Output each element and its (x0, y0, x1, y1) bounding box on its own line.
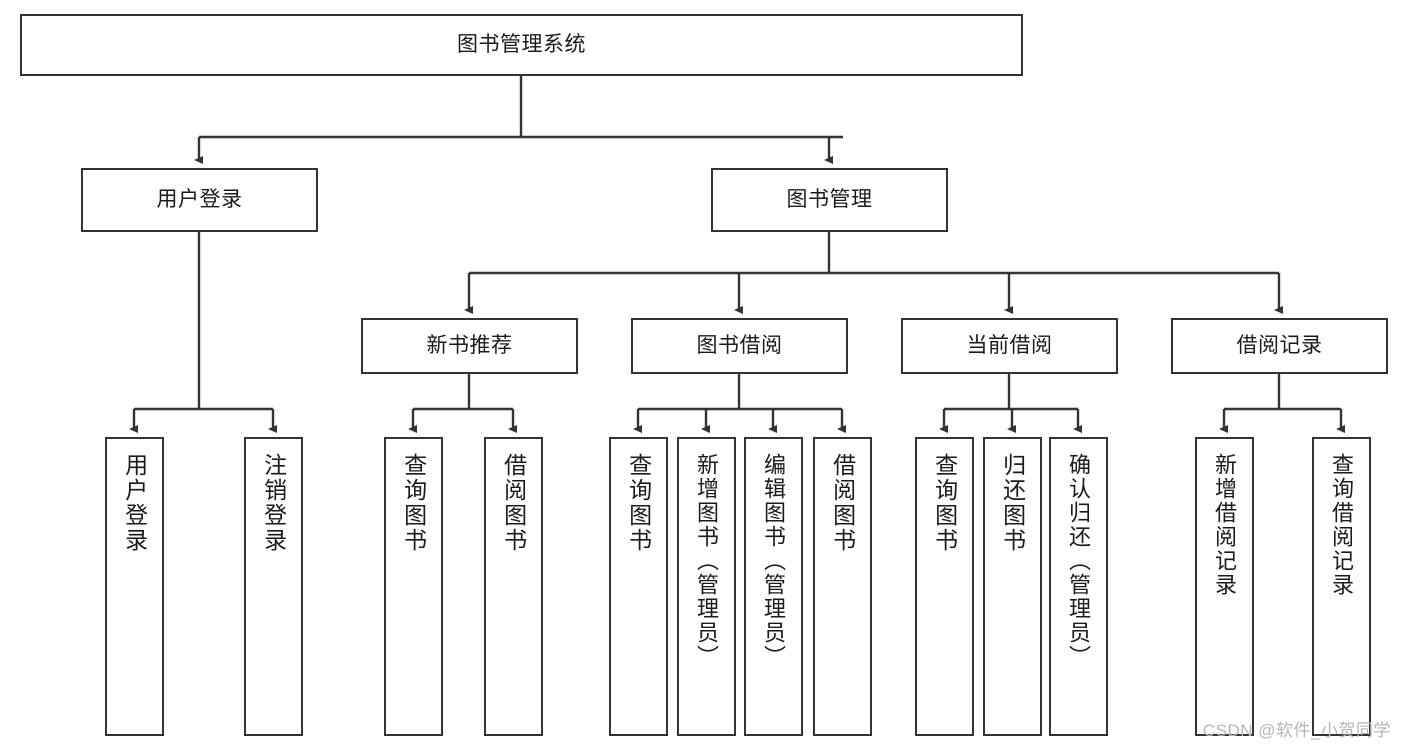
node-current-borrow[interactable]: 当前借阅 (901, 318, 1118, 374)
node-book-borrow-label: 图书借阅 (696, 333, 783, 357)
node-leaf-query-book-3-label: 查询图书 (931, 453, 958, 553)
node-leaf-borrow-book-2[interactable]: 借阅图书 (813, 437, 872, 736)
node-user-login-label: 用户登录 (156, 187, 243, 211)
node-leaf-logout[interactable]: 注销登录 (244, 437, 303, 736)
node-leaf-edit-book-label: 编辑图书（管理员） (761, 453, 787, 669)
node-leaf-user-login[interactable]: 用户登录 (105, 437, 164, 736)
node-leaf-confirm-return[interactable]: 确认归还（管理员） (1049, 437, 1108, 736)
node-leaf-return-book[interactable]: 归还图书 (983, 437, 1042, 736)
node-leaf-query-book-3[interactable]: 查询图书 (915, 437, 974, 736)
node-borrow-record-label: 借阅记录 (1236, 333, 1323, 357)
node-leaf-confirm-return-label: 确认归还（管理员） (1066, 453, 1092, 669)
node-book-borrow[interactable]: 图书借阅 (631, 318, 848, 374)
node-leaf-query-record-label: 查询借阅记录 (1329, 453, 1355, 597)
node-leaf-query-book-2[interactable]: 查询图书 (609, 437, 668, 736)
node-new-book-recommend[interactable]: 新书推荐 (361, 318, 578, 374)
node-leaf-borrow-book-1-label: 借阅图书 (500, 453, 527, 553)
node-root[interactable]: 图书管理系统 (20, 14, 1023, 76)
node-root-label: 图书管理系统 (457, 32, 586, 56)
node-book-manage-label: 图书管理 (786, 187, 873, 211)
node-leaf-return-book-label: 归还图书 (999, 453, 1026, 553)
node-leaf-logout-label: 注销登录 (260, 453, 287, 553)
node-leaf-add-record[interactable]: 新增借阅记录 (1195, 437, 1254, 736)
node-leaf-user-login-label: 用户登录 (121, 453, 148, 553)
node-user-login[interactable]: 用户登录 (81, 168, 318, 232)
node-leaf-query-record[interactable]: 查询借阅记录 (1312, 437, 1371, 736)
node-leaf-edit-book[interactable]: 编辑图书（管理员） (744, 437, 803, 736)
csdn-watermark: CSDN @软件_小贺同学 (1202, 721, 1391, 740)
node-leaf-query-book-2-label: 查询图书 (625, 453, 652, 553)
node-leaf-add-book-label: 新增图书（管理员） (694, 453, 720, 669)
node-book-manage[interactable]: 图书管理 (711, 168, 948, 232)
node-leaf-query-book-1[interactable]: 查询图书 (384, 437, 443, 736)
node-leaf-query-book-1-label: 查询图书 (400, 453, 427, 553)
node-current-borrow-label: 当前借阅 (966, 333, 1053, 357)
node-leaf-add-book[interactable]: 新增图书（管理员） (677, 437, 736, 736)
node-leaf-borrow-book-2-label: 借阅图书 (829, 453, 856, 553)
node-borrow-record[interactable]: 借阅记录 (1171, 318, 1388, 374)
node-leaf-add-record-label: 新增借阅记录 (1212, 453, 1238, 597)
node-leaf-borrow-book-1[interactable]: 借阅图书 (484, 437, 543, 736)
node-new-book-recommend-label: 新书推荐 (426, 333, 513, 357)
